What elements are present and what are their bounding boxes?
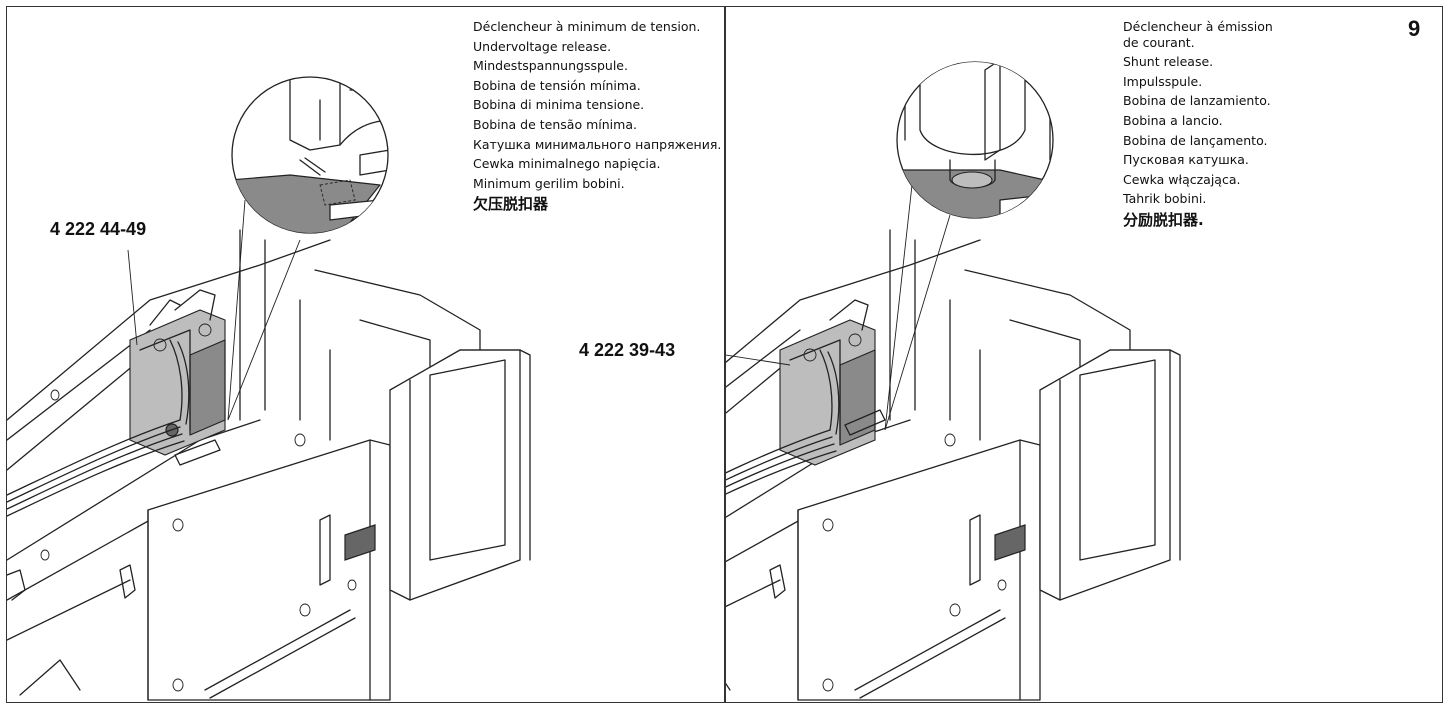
left-panel-drawing [7,76,531,701]
caption-line: Mindestspannungsspule. [473,58,628,74]
caption-line: Déclencheur à émission [1123,19,1273,34]
caption-line: Impulsspule. [1123,73,1203,89]
caption-line: Minimum gerilim bobini. [473,175,625,191]
callout-pointer [227,199,301,421]
caption-line: Bobina de lanzamiento. [1123,93,1271,109]
part-number-label-undervoltage: 4 222 44-49 [50,219,147,239]
part-leader-line [127,249,138,346]
caption-line: Пусковая катушка. [1123,152,1249,168]
part-leader-line-right [726,354,791,366]
caption-line: Катушка минимального напряжения. [473,136,722,152]
caption-line: de courant. [1123,34,1195,50]
panel-divider [724,6,726,703]
caption-line: Cewka włączająca. [1123,171,1241,187]
caption-line: Bobina a lancio. [1123,112,1223,128]
caption-line: Bobina di minima tensione. [473,97,645,113]
shunt-release-device [779,299,886,466]
undervoltage-release-device [129,289,226,466]
caption-line: Shunt release. [1123,54,1214,70]
page-number: 9 [1408,16,1421,41]
callout-pointer-right [884,184,951,431]
caption-block-shunt: Déclencheur à émission de courant. Shunt… [1123,17,1273,231]
caption-line: Undervoltage release. [473,38,612,54]
part-number-label-shunt: 4 222 39-43 [579,340,676,360]
caption-line: Bobina de tensão mínima. [473,116,637,132]
caption-line: Bobina de lançamento. [1123,132,1268,148]
caption-line: Déclencheur à minimum de tension. [473,19,701,34]
caption-line-chinese: 分励脱扣器. [1123,210,1204,229]
caption-line: Cewka minimalnego napięcia. [473,156,661,172]
caption-line: Tahrik bobini. [1123,191,1207,207]
caption-line-chinese: 欠压脱扣器 [473,195,549,214]
caption-block-undervoltage: Déclencheur à minimum de tension. Underv… [473,17,721,215]
wire-harness [7,339,190,517]
caption-line: Bobina de tensión mínima. [473,77,641,93]
right-panel-drawing [726,61,1181,701]
wire-harness-right [726,349,840,495]
